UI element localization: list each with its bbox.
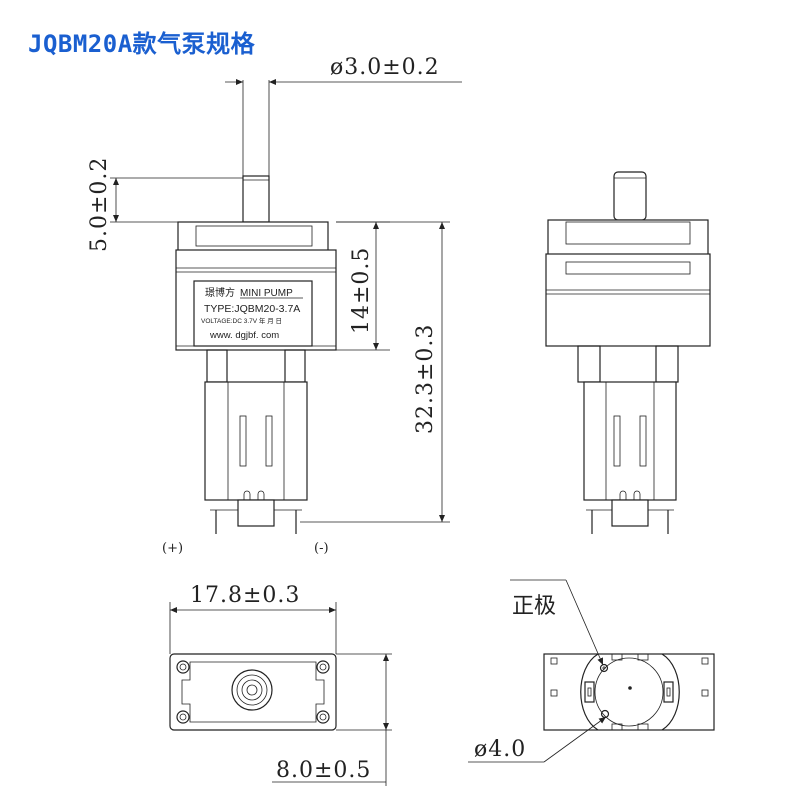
front-top-cap <box>177 221 329 253</box>
page-title: JQBM20A款气泵规格 <box>28 30 256 58</box>
dim-total-height: 32.3±0.3 <box>300 221 450 523</box>
air-outlet <box>231 669 273 711</box>
side-motor <box>583 381 677 501</box>
label-voltage: VOLTAGE:DC 3.7V 年 月 日 <box>201 316 282 325</box>
bottom-plate <box>543 653 715 731</box>
label-type: TYPE:JQBM20-3.7A <box>204 303 300 315</box>
front-view: 璟博方 MINI PUMP TYPE:JQBM20-3.7A VOLTAGE:D… <box>162 175 337 556</box>
label-url: www. dgjbf. com <box>209 330 279 341</box>
dim-shaft-diameter-text: ø3.0±0.2 <box>330 55 440 80</box>
shaft-outlet <box>242 175 270 223</box>
positive-pole-mark <box>599 663 609 673</box>
dim-body-height: 14±0.5 <box>336 221 390 351</box>
positive-pole-annotation: 正极 <box>510 579 604 666</box>
dim-shaft-diameter: ø3.0±0.2 <box>225 55 462 176</box>
product-label <box>193 280 313 347</box>
bottom-view <box>543 653 715 731</box>
side-shaft <box>613 171 647 221</box>
front-motor <box>204 381 308 501</box>
dim-shaft-length: 5.0±0.2 <box>87 157 243 252</box>
dim-shaft-length-text: 5.0±0.2 <box>87 157 112 252</box>
positive-label: (+) <box>162 541 183 556</box>
dim-width-text: 17.8±0.3 <box>190 583 300 608</box>
top-plate <box>169 653 337 731</box>
label-brand: 璟博方 <box>205 286 235 299</box>
contact-left <box>584 681 595 703</box>
dim-body-height-text: 14±0.5 <box>349 247 374 334</box>
dim-depth-text: 8.0±0.5 <box>276 758 371 783</box>
contact-right <box>663 681 674 703</box>
dim-width: 17.8±0.3 <box>169 583 337 654</box>
dim-total-height-text: 32.3±0.3 <box>413 324 438 434</box>
top-view <box>169 653 337 731</box>
label-product: MINI PUMP <box>240 288 293 299</box>
negative-label: (-) <box>314 541 329 556</box>
dim-contact-diameter: ø4.0 <box>468 716 607 763</box>
positive-pole-text: 正极 <box>512 594 556 619</box>
side-body <box>545 253 711 347</box>
side-view <box>545 171 711 534</box>
dim-contact-diameter-text: ø4.0 <box>474 737 526 762</box>
dim-depth: 8.0±0.5 <box>272 653 392 786</box>
